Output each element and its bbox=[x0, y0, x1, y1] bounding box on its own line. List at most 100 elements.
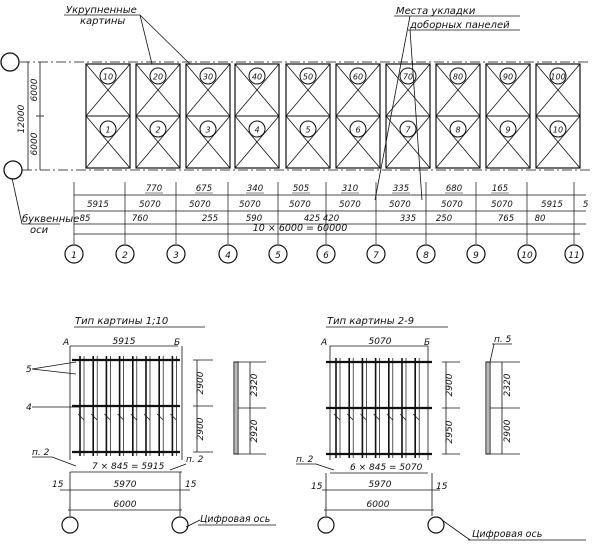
panel-mark-upper bbox=[399, 67, 417, 85]
axis-number: 5 bbox=[275, 251, 281, 261]
dim-top-value: 505 bbox=[293, 184, 309, 194]
axis-bubble bbox=[115, 244, 135, 264]
panel-mark-upper bbox=[149, 67, 167, 85]
rebar-tick bbox=[156, 413, 164, 421]
axis-number: 4 bbox=[225, 251, 231, 261]
panel-number-upper: 80 bbox=[453, 73, 463, 82]
axis-number: 3 bbox=[173, 251, 179, 261]
right-side-a2: 2950 bbox=[445, 420, 455, 443]
panel-mark-lower bbox=[248, 120, 266, 138]
leader-places-2 bbox=[409, 29, 423, 201]
panel-cross bbox=[285, 63, 331, 117]
total-dimension: 10 × 6000 = 60000 bbox=[253, 223, 348, 234]
panel-cross bbox=[234, 63, 280, 117]
rebar-tick bbox=[77, 413, 85, 421]
panel-column: 808 bbox=[435, 63, 481, 169]
panel-mark-upper bbox=[449, 67, 467, 85]
right-side-a1: 2900 bbox=[445, 373, 455, 396]
right-rebar-bars bbox=[333, 358, 420, 458]
right-side-b2: 2900 bbox=[503, 419, 513, 442]
dim-top-value: 675 bbox=[196, 184, 212, 194]
panel-cross bbox=[185, 63, 231, 117]
panel-number-upper: 20 bbox=[153, 73, 163, 82]
left-side-a1: 2900 bbox=[196, 371, 206, 394]
panel-cross bbox=[435, 115, 481, 169]
panel-cross bbox=[135, 63, 181, 117]
panel-cross bbox=[385, 115, 431, 169]
panel-mark-lower bbox=[399, 120, 417, 138]
dim-mid-value: 5915 bbox=[541, 200, 563, 210]
left-dim-top: 5915 bbox=[113, 337, 136, 347]
panel-cross bbox=[385, 63, 431, 117]
panel-number-upper: 30 bbox=[203, 73, 213, 82]
right-axis-b: Б bbox=[424, 338, 430, 348]
axis-bubble bbox=[316, 244, 336, 264]
panel-number-lower: 10 bbox=[553, 126, 563, 135]
label-places-2: доборных панелей bbox=[409, 19, 510, 31]
leader-places-1 bbox=[374, 15, 411, 201]
right-axis-circle-1 bbox=[317, 516, 335, 534]
dim-top-value: 335 bbox=[393, 184, 409, 194]
panel-mark-upper bbox=[549, 67, 567, 85]
rebar-tick bbox=[90, 413, 98, 421]
left-title: Тип картины 1;10 bbox=[75, 316, 168, 327]
panel-number-lower: 6 bbox=[355, 126, 360, 135]
left-label-p2a: п. 2 bbox=[32, 448, 50, 458]
panel-mark-upper bbox=[199, 67, 217, 85]
panel-cross bbox=[185, 115, 231, 169]
panel-cross bbox=[85, 63, 131, 117]
left-formula: 7 × 845 = 5915 bbox=[92, 462, 165, 472]
dim-bottom-value: 760 bbox=[132, 214, 148, 224]
dim-mid-value: 5070 bbox=[289, 200, 311, 210]
dim-bottom-value: 80 bbox=[535, 214, 546, 224]
axis-number: 7 bbox=[373, 251, 379, 261]
panel-number-upper: 70 bbox=[403, 73, 413, 82]
axis-number: 6 bbox=[323, 251, 329, 261]
dim-bottom-value: 420 bbox=[323, 214, 339, 224]
panel-cross bbox=[485, 63, 531, 117]
dim-right-mark: 5 bbox=[583, 200, 588, 210]
left-rebar-bars bbox=[77, 356, 177, 456]
right-dim-5970: 5970 bbox=[369, 480, 392, 490]
right-label-p5: п. 5 bbox=[494, 335, 512, 345]
panel-cross bbox=[85, 115, 131, 169]
axis-number: 11 bbox=[568, 251, 579, 261]
right-axis-circle-2 bbox=[427, 516, 445, 534]
panel-mark-upper bbox=[299, 67, 317, 85]
leader-grouped-1 bbox=[139, 14, 153, 65]
panel-number-upper: 100 bbox=[550, 73, 565, 82]
rebar-tick bbox=[399, 413, 407, 421]
panel-number-lower: 7 bbox=[405, 126, 411, 135]
label-places-1: Места укладки bbox=[396, 6, 476, 17]
top-plan: 12000 6000 6000 101202303404505606707808… bbox=[0, 5, 590, 264]
panel-number-upper: 60 bbox=[353, 73, 363, 82]
panel-column: 60 6 bbox=[335, 63, 381, 169]
axis-bubble bbox=[268, 244, 288, 264]
right-axis-a: А bbox=[320, 338, 327, 348]
axis-bubble bbox=[64, 244, 84, 264]
panel-column: 404 bbox=[234, 63, 280, 169]
panel-column: 101 bbox=[85, 63, 131, 169]
panel-number-lower: 2 bbox=[155, 126, 160, 135]
dim-mid-value: 5070 bbox=[491, 200, 513, 210]
letter-axis-circle-top bbox=[0, 52, 20, 72]
rebar-tick bbox=[373, 413, 380, 421]
right-dim-15a: 15 bbox=[311, 482, 323, 492]
panel-column: 100 10 bbox=[535, 63, 581, 169]
panel-mark-lower bbox=[149, 120, 167, 138]
panel-mark-lower bbox=[449, 120, 467, 138]
panel-cross bbox=[335, 115, 381, 169]
axis-number: 10 bbox=[521, 251, 533, 261]
panel-mark-upper bbox=[349, 67, 367, 85]
rebar-tick bbox=[117, 413, 124, 421]
dim-bottom-value: 255 bbox=[202, 214, 218, 224]
detail-type-2-9: Тип картины 2-9 А Б 5070 п. 2 6 × 845 = … bbox=[296, 316, 586, 541]
axis-bubble bbox=[517, 244, 537, 264]
panel-number-lower: 4 bbox=[254, 126, 259, 135]
label-grouped-2: картины bbox=[80, 16, 125, 27]
panel-cross bbox=[234, 115, 280, 169]
axis-bubble bbox=[564, 244, 584, 264]
dim-bottom-value: 765 bbox=[498, 214, 514, 224]
